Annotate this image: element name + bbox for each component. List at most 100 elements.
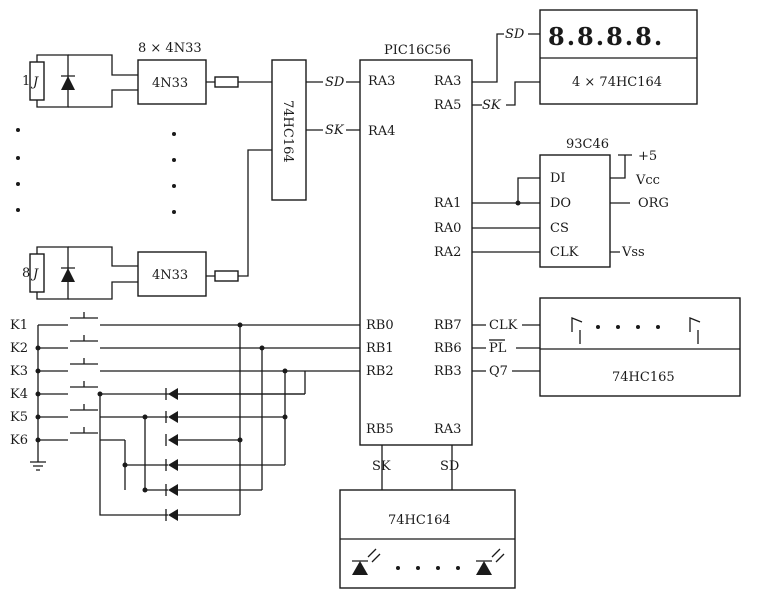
led-last-icon — [476, 561, 492, 575]
key-switch-k2 — [38, 335, 360, 349]
opto-output-wires-8 — [206, 149, 272, 277]
mcu-right-pin-rb6: RB6 — [434, 341, 462, 356]
key-label-k5: K5 — [10, 410, 28, 425]
mcu-bottom-wires — [381, 445, 453, 490]
eeprom-pin-di: DI — [550, 171, 566, 186]
matrix-diode-4 — [168, 459, 178, 471]
input-reg-part: 74HC165 — [612, 370, 675, 385]
keypad-section: K1 K2 K3 K4 K5 K6 — [10, 312, 360, 521]
resistor-1 — [214, 76, 239, 88]
shift-left-part: 74HC164 — [280, 100, 295, 163]
mcu-right-pin-rb7: RB7 — [434, 318, 462, 333]
relay-letter-1: J — [30, 75, 39, 90]
relay-wires-1 — [36, 54, 69, 108]
opto-part-1: 4N33 — [152, 76, 188, 91]
mcu-left-pin-rb1: RB1 — [366, 341, 394, 356]
led-last-rays — [476, 548, 505, 563]
opto-part-8: 4N33 — [152, 268, 188, 283]
eeprom-chip — [539, 154, 611, 268]
relay-wires-8 — [36, 246, 69, 300]
opto-input-wires-8 — [61, 246, 138, 300]
eeprom-bus-wires — [472, 177, 540, 253]
mcu-right-pin-ra3: RA3 — [434, 74, 461, 89]
mcu-left-pin-ra3: RA3 — [368, 74, 395, 89]
opto-ellipsis — [16, 128, 176, 214]
opto-chip-8 — [137, 251, 207, 297]
input-reg-chip — [539, 297, 741, 397]
key-switch-k5 — [38, 404, 145, 418]
matrix-diode-6 — [168, 509, 178, 521]
eeprom-vcc: Vcc — [635, 173, 660, 188]
key-switch-k6 — [38, 427, 125, 441]
mcu-bottom-sk: SK — [372, 459, 391, 474]
led-first-rays — [352, 548, 381, 563]
display-sd: SD — [505, 27, 525, 42]
display-module — [539, 9, 698, 105]
matrix-diode-1 — [168, 388, 178, 400]
input-reg-switches — [571, 317, 701, 344]
matrix-columns — [239, 325, 306, 515]
mcu-bottom-sd: SD — [440, 459, 459, 474]
mcu-right-pin-rb3: RB3 — [434, 364, 462, 379]
mcu-left-pin-rb0: RB0 — [366, 318, 394, 333]
mcu-left-pin-ra4: RA4 — [368, 124, 395, 139]
input-reg-wires — [472, 324, 540, 372]
key-label-k4: K4 — [10, 387, 28, 402]
key-label-k6: K6 — [10, 433, 28, 448]
eeprom-section: 93C46 DI DO CS CLK +5 Vcc ORG Vss — [472, 137, 669, 268]
mcu-left-pin-rb5: RB5 — [366, 422, 394, 437]
bottom-register-section: 74HC164 — [339, 489, 516, 589]
key-switch-k3 — [38, 358, 360, 372]
input-reg-ellipsis — [596, 325, 660, 329]
matrix-junctions — [35, 322, 288, 493]
input-reg-q7: Q7 — [489, 364, 508, 379]
display-sk: SK — [482, 98, 502, 113]
eeprom-part: 93C46 — [566, 137, 609, 152]
opto-input-wires-1 — [61, 54, 138, 108]
mcu-title: PIC16C56 — [384, 43, 451, 58]
shift-left-wires — [306, 81, 360, 131]
led-first-icon — [352, 561, 368, 575]
opto-group-label: 8 × 4N33 — [138, 41, 202, 56]
eeprom-vss: Vss — [621, 245, 645, 260]
matrix-wires — [99, 393, 305, 516]
eeprom-pin-clk: CLK — [550, 245, 579, 260]
led-ellipsis — [396, 566, 460, 570]
mcu-right-pin-ra2: RA2 — [434, 245, 461, 260]
opto-section: 8 × 4N33 1 J 4N33 8 J 4N33 — [16, 41, 272, 300]
mcu-right-pin-ra5: RA5 — [434, 98, 461, 113]
matrix-diode-5 — [168, 484, 178, 496]
mcu-chip — [359, 59, 473, 446]
eeprom-junction — [515, 200, 521, 206]
input-reg-clk: CLK — [489, 318, 518, 333]
opto-input-1: 1 — [22, 74, 30, 89]
shift-left-sk: SK — [325, 123, 345, 138]
relay-letter-8: J — [30, 267, 39, 282]
mcu-right-pin-ra3-bottom: RA3 — [434, 422, 461, 437]
mcu-right-pin-ra0: RA0 — [434, 221, 461, 236]
bottom-reg-part: 74HC164 — [388, 513, 451, 528]
matrix-diode-2 — [168, 411, 178, 423]
shift-left-chip — [271, 59, 307, 201]
matrix-diode-3 — [168, 434, 178, 446]
key-label-k1: K1 — [10, 318, 28, 333]
mcu-left-pin-rb2: RB2 — [366, 364, 394, 379]
display-wires — [472, 33, 540, 106]
mcu-block: PIC16C56 RA3 RA4 RB0 RB1 RB2 RB5 RA3 RA5… — [359, 43, 473, 490]
eeprom-pin-do: DO — [550, 196, 571, 211]
shift-left-sd: SD — [325, 75, 345, 90]
display-driver-label: 4 × 74HC164 — [572, 75, 662, 90]
opto-chip-1 — [137, 59, 207, 105]
input-reg-pl: PL — [489, 341, 507, 356]
eeprom-pin-cs: CS — [550, 221, 569, 236]
input-register-section: 74HC165 CLK PL Q7 — [472, 297, 741, 397]
eeprom-org: ORG — [638, 196, 669, 211]
opto-input-8: 8 — [22, 266, 30, 281]
resistor-8 — [214, 270, 239, 282]
key-switch-k1 — [38, 312, 360, 326]
eeprom-supply: +5 — [638, 149, 657, 164]
shift-register-left: 74HC164 SD SK — [271, 59, 360, 201]
mcu-right-pin-ra1: RA1 — [434, 196, 461, 211]
seven-segment-digits: 8.8.8.8. — [548, 22, 664, 51]
